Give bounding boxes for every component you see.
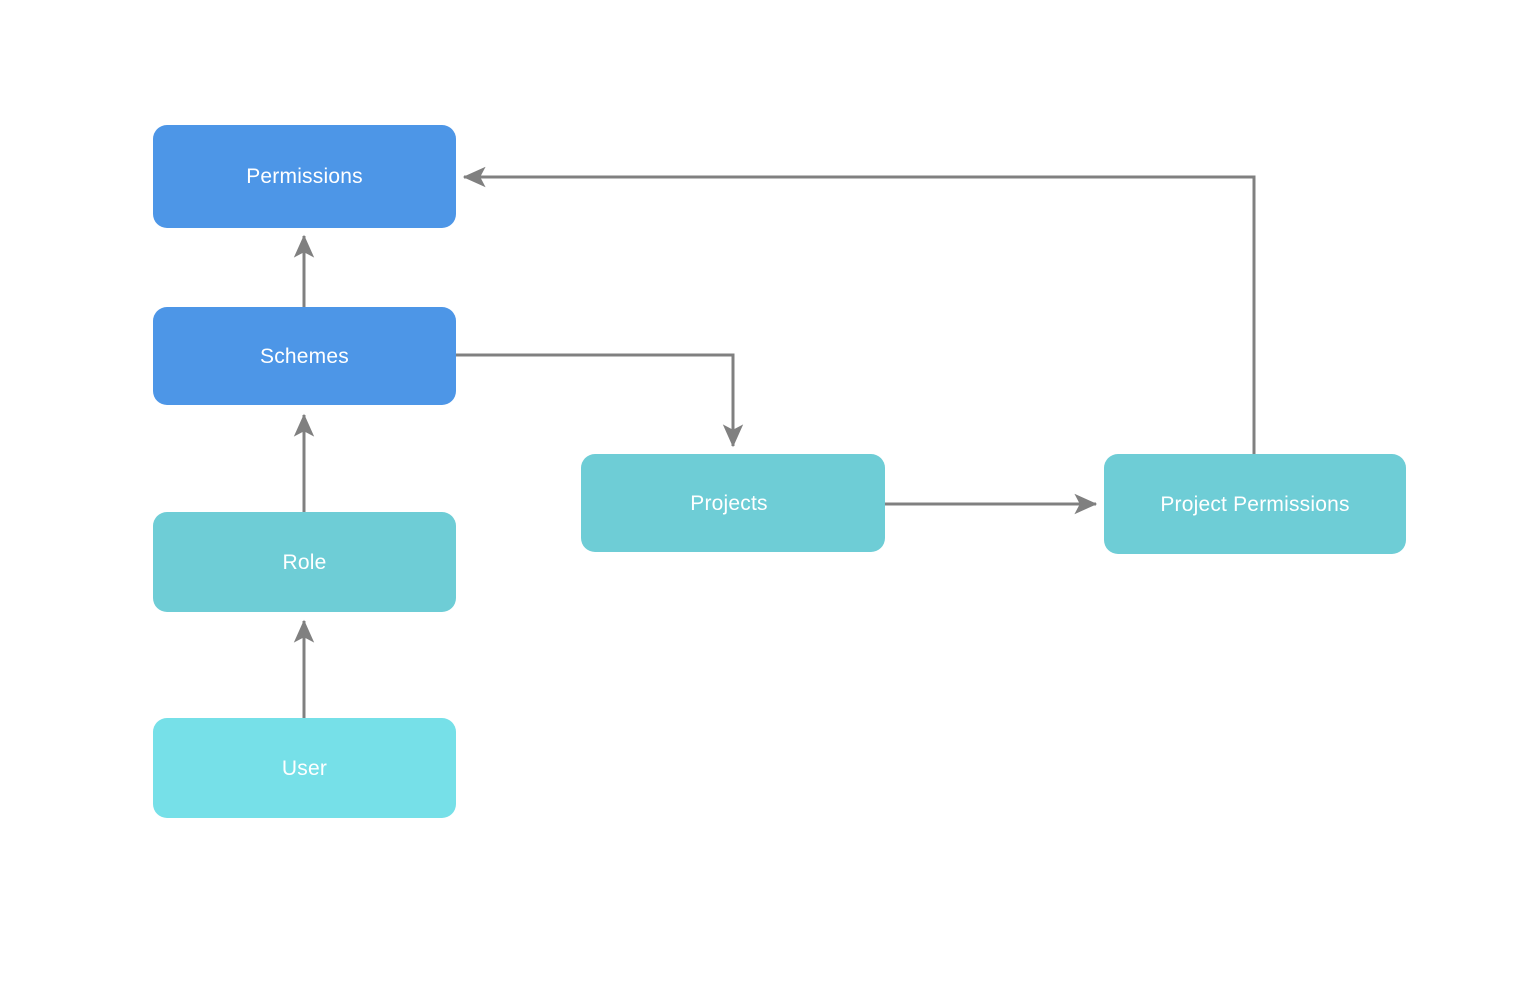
node-permissions[interactable]: Permissions [153,125,456,228]
node-project-permissions[interactable]: Project Permissions [1104,454,1406,554]
node-role-label: Role [282,550,327,574]
node-project-permissions-label: Project Permissions [1160,492,1350,516]
node-projects-label: Projects [690,491,768,515]
node-user-label: User [281,756,328,780]
edge-schemes-to-projects [456,353,744,448]
node-schemes[interactable]: Schemes [153,307,456,405]
edge-project-permissions-to-permissions [462,166,1256,454]
node-role[interactable]: Role [153,512,456,612]
node-permissions-label: Permissions [246,165,363,188]
node-projects[interactable]: Projects [581,454,885,552]
node-user[interactable]: User [153,718,456,818]
node-schemes-label: Schemes [260,344,349,368]
